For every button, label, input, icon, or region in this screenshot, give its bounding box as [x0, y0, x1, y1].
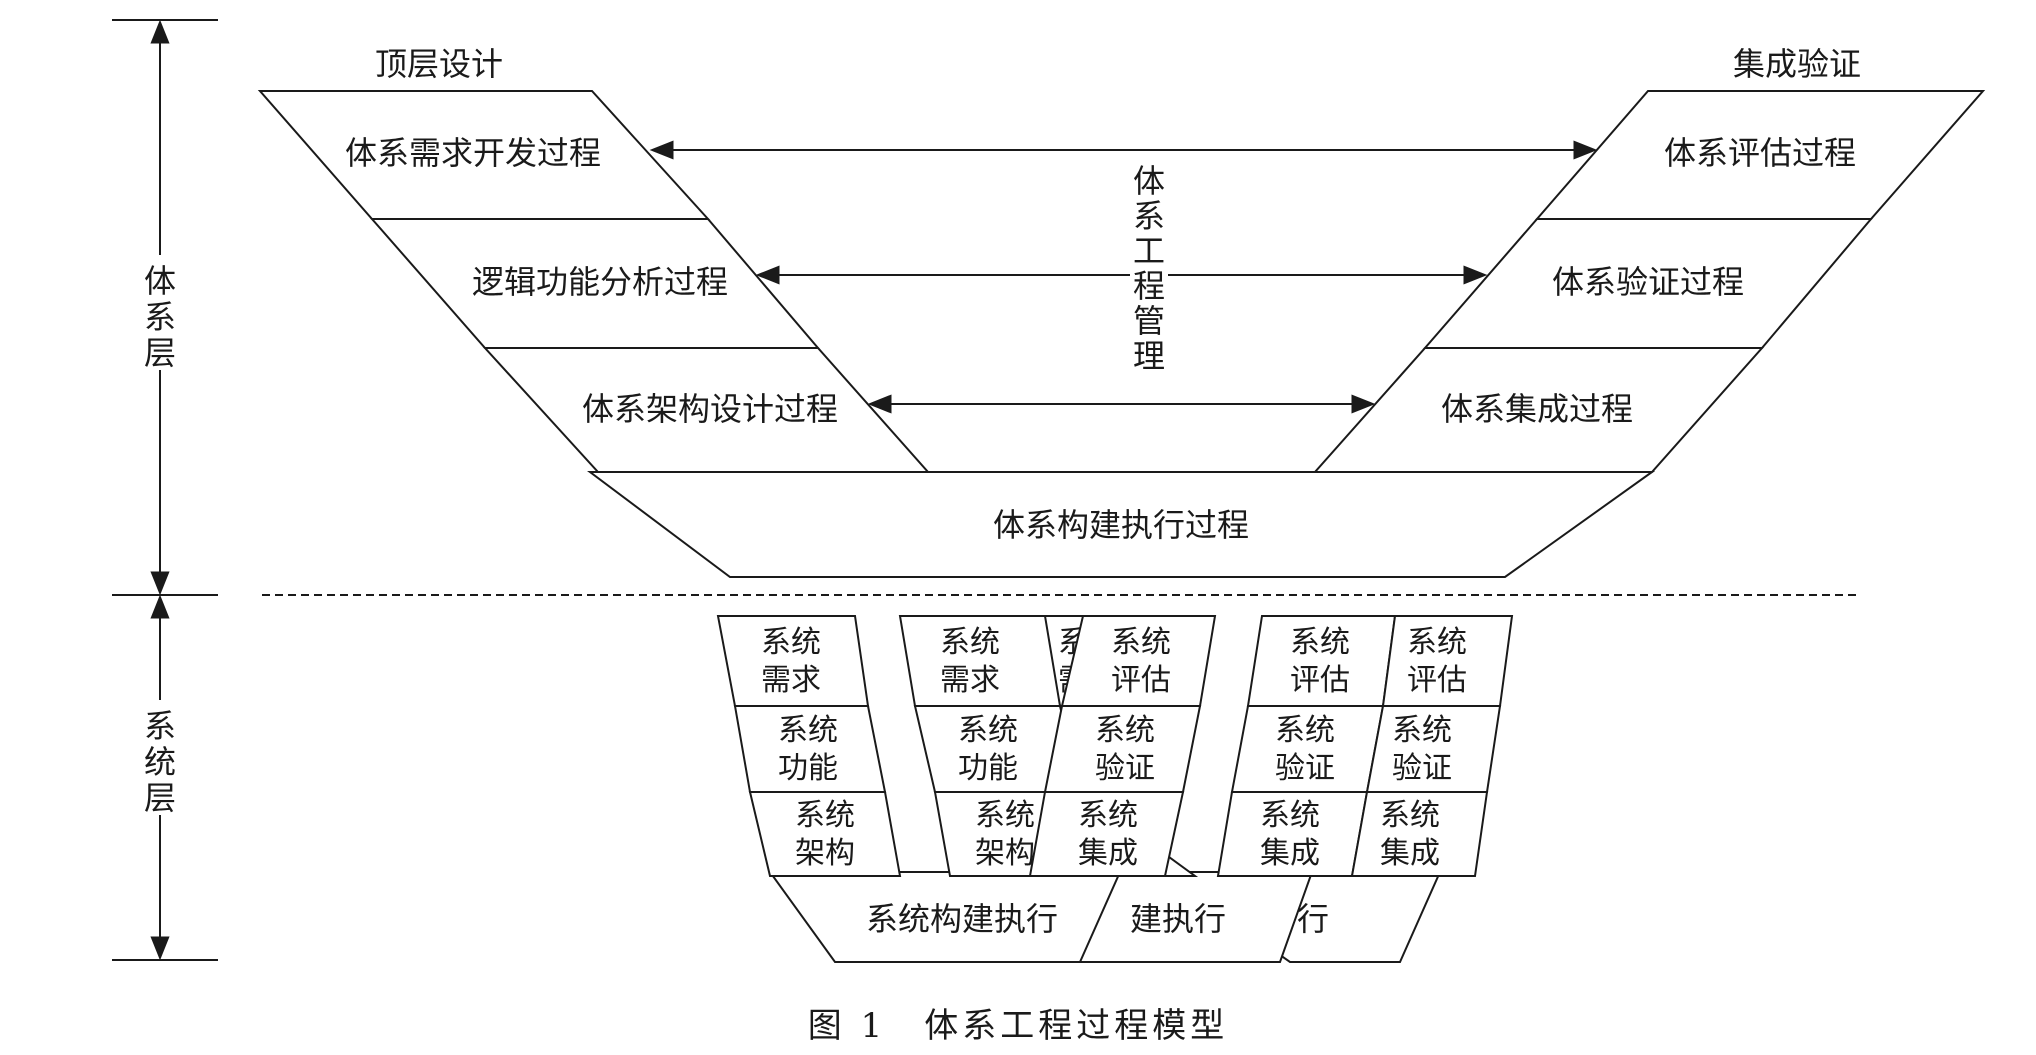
- svg-text:集成: 集成: [1078, 836, 1138, 871]
- svg-text:系统: 系统: [1078, 798, 1138, 833]
- system-block-1: 系统 需求 系统 功能 系统 架构: [716, 615, 902, 877]
- system-eval-column-3: 系统 评估 系统 验证 系统 集成: [1350, 615, 1514, 877]
- svg-text:系统: 系统: [778, 713, 838, 748]
- svg-text:系统: 系统: [1095, 713, 1155, 748]
- svg-text:系统: 系统: [795, 798, 855, 833]
- svg-text:评估: 评估: [1407, 663, 1467, 698]
- system-eval-column-1: 系统 评估 系统 验证 系统 集成: [1028, 615, 1217, 877]
- system-layer-label-0: 系: [144, 707, 176, 745]
- sos-architecture-process: 体系架构设计过程: [582, 390, 838, 428]
- sos-build-process: 体系构建执行过程: [993, 506, 1249, 544]
- sos-requirements-process: 体系需求开发过程: [345, 134, 601, 172]
- svg-text:集成: 集成: [1380, 836, 1440, 871]
- svg-text:需求: 需求: [761, 663, 821, 698]
- svg-text:体: 体: [1133, 162, 1165, 200]
- top-design-label: 顶层设计: [375, 45, 503, 83]
- svg-text:验证: 验证: [1392, 751, 1452, 786]
- svg-text:功能: 功能: [958, 751, 1018, 786]
- svg-text:系统: 系统: [1260, 798, 1320, 833]
- svg-text:系统: 系统: [1275, 713, 1335, 748]
- sos-logic-process: 逻辑功能分析过程: [472, 263, 728, 301]
- left-process-bands: 体系需求开发过程 逻辑功能分析过程 体系架构设计过程: [257, 90, 931, 473]
- sos-layer-label-1: 系: [144, 298, 176, 336]
- figure-caption: 图 1 体系工程过程模型: [808, 1006, 1228, 1046]
- svg-text:系统: 系统: [1111, 625, 1171, 660]
- svg-text:系统: 系统: [1407, 625, 1467, 660]
- svg-text:管: 管: [1133, 302, 1165, 340]
- svg-text:系统: 系统: [1392, 713, 1452, 748]
- svg-text:系统: 系统: [1380, 798, 1440, 833]
- right-process-bands: 体系评估过程 体系验证过程 体系集成过程: [1312, 90, 1986, 473]
- system-build-full: 系统构建执行: [866, 900, 1058, 938]
- svg-text:集成: 集成: [1260, 836, 1320, 871]
- svg-text:功能: 功能: [778, 751, 838, 786]
- sos-evaluation-process: 体系评估过程: [1664, 134, 1856, 172]
- sos-layer-label-0: 体: [144, 262, 176, 300]
- svg-text:程: 程: [1133, 267, 1165, 305]
- svg-text:需求: 需求: [940, 663, 1000, 698]
- integration-verify-label: 集成验证: [1733, 45, 1861, 83]
- sos-verification-process: 体系验证过程: [1552, 263, 1744, 301]
- svg-text:系统: 系统: [761, 625, 821, 660]
- layer-scale: 体 系 层 系 统 层: [112, 19, 218, 961]
- svg-text:理: 理: [1133, 337, 1165, 375]
- system-eval-column-2: 系统 评估 系统 验证 系统 集成: [1216, 615, 1397, 877]
- svg-text:系统: 系统: [975, 798, 1035, 833]
- svg-text:评估: 评估: [1290, 663, 1350, 698]
- svg-text:系: 系: [1133, 197, 1165, 235]
- sos-integration-process: 体系集成过程: [1441, 390, 1633, 428]
- system-build-partial-2: 行: [1297, 900, 1329, 938]
- system-layer-label-1: 统: [144, 743, 176, 781]
- svg-text:验证: 验证: [1275, 751, 1335, 786]
- svg-text:系统: 系统: [1290, 625, 1350, 660]
- system-build-bands: 行 建执行 系统构建执行: [768, 871, 1442, 963]
- svg-text:验证: 验证: [1095, 751, 1155, 786]
- svg-text:系统: 系统: [940, 625, 1000, 660]
- svg-text:评估: 评估: [1111, 663, 1171, 698]
- svg-text:架构: 架构: [795, 836, 855, 871]
- system-layer-label-2: 层: [144, 779, 176, 817]
- svg-text:系统: 系统: [958, 713, 1018, 748]
- se-management-label: 体 系 工 程 管 理: [1130, 162, 1168, 375]
- system-build-partial-1: 建执行: [1130, 900, 1226, 938]
- sos-build-band: [587, 471, 1656, 578]
- sos-layer-label-2: 层: [144, 334, 176, 372]
- svg-text:架构: 架构: [975, 836, 1035, 871]
- svg-text:工: 工: [1133, 232, 1165, 270]
